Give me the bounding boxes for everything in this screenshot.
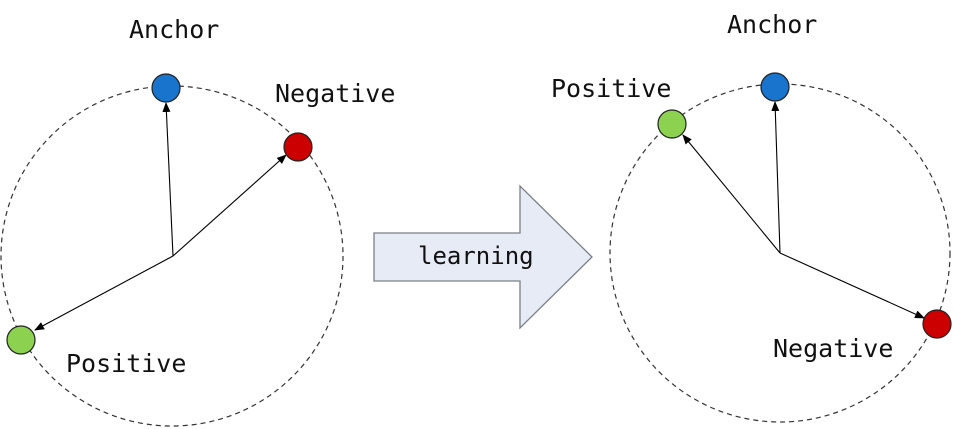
after-negative-point bbox=[922, 309, 952, 339]
after-negative-vector bbox=[779, 252, 925, 319]
before-anchor-vector bbox=[162, 102, 174, 257]
after-embedding-circle bbox=[609, 83, 951, 423]
before-anchor-label: Anchor bbox=[129, 15, 219, 44]
after-anchor-vector bbox=[771, 101, 781, 254]
before-positive-point bbox=[6, 325, 36, 355]
after-positive-label: Positive bbox=[551, 74, 671, 103]
before-negative-point bbox=[283, 132, 313, 162]
before-negative-label: Negative bbox=[275, 79, 395, 108]
before-positive-vector bbox=[34, 255, 174, 331]
after-anchor-label: Anchor bbox=[727, 10, 817, 39]
after-positive-vector bbox=[682, 134, 781, 254]
after-positive-point bbox=[657, 109, 687, 139]
before-negative-vector bbox=[172, 154, 287, 257]
before-anchor-point bbox=[151, 73, 181, 103]
before-positive-label: Positive bbox=[66, 349, 186, 378]
learning-arrow-shape bbox=[373, 184, 593, 330]
before-panel: Anchor Negative Positive bbox=[0, 15, 395, 427]
after-panel: Anchor Positive Negative bbox=[551, 10, 952, 423]
after-negative-label: Negative bbox=[773, 334, 893, 363]
after-anchor-point bbox=[760, 72, 790, 102]
learning-arrow-label: learning bbox=[418, 242, 534, 270]
learning-arrow: learning bbox=[373, 184, 593, 330]
